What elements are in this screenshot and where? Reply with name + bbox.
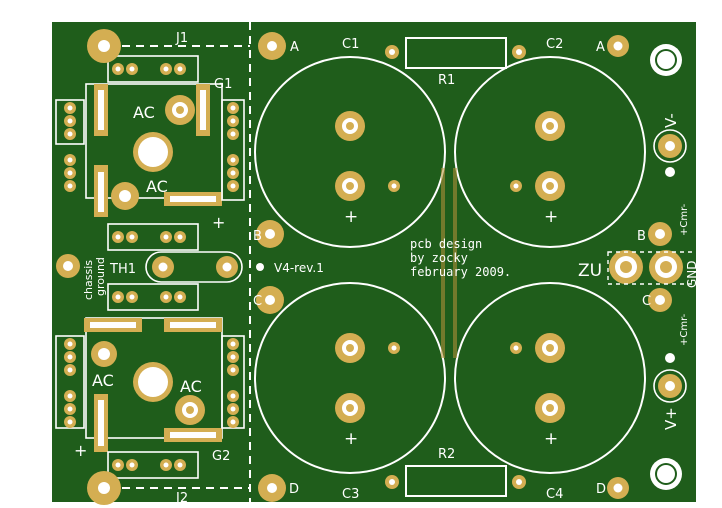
label-zu: ZU [578,261,602,281]
label-d-right: D [596,482,606,497]
label-chassis: chassis [82,260,95,300]
label-v-minus: V- [662,113,680,128]
label-c-right: C [642,294,651,309]
label-cmr-bottom: +Cmr- [679,313,690,346]
label-ac-1: AC [133,103,155,122]
center-traces [441,168,457,358]
label-c-left: C [253,294,262,309]
label-plus-g2: + [74,441,87,460]
label-plus-c3: + [344,429,358,449]
label-v-plus: V+ [662,407,680,430]
block-middle-left [56,251,264,283]
resistor-r2 [385,465,526,497]
label-ac-3: AC [92,371,114,390]
label-plus-c2: + [544,207,558,227]
label-c2: C2 [546,37,563,52]
block-right [607,35,703,499]
credit-line-3: february 2009. [410,265,511,279]
label-plus-c1: + [344,207,358,227]
label-r2: R2 [438,447,455,462]
label-a-right: A [596,40,605,55]
label-ac-4: AC [180,377,202,396]
capacitor-c4 [454,282,646,474]
resistor-r1 [385,37,526,69]
label-rev: V4-rev.1 [274,261,324,275]
label-r1: R1 [438,73,455,88]
label-plus-c4: + [544,429,558,449]
label-plus-g1: + [212,213,225,232]
label-th1: TH1 [109,262,136,277]
label-j2: J2 [175,491,188,506]
capacitor-c3 [254,282,446,474]
label-ac-2: AC [146,177,168,196]
label-c3: C3 [342,487,359,502]
label-j1: J1 [175,31,188,46]
label-b-left: B [253,229,262,244]
label-c4: C4 [546,487,563,502]
label-ground: ground [94,257,107,296]
label-gnd: GND [685,260,699,288]
block-bottom-left [55,283,286,505]
label-g1: G1 [214,77,232,92]
label-b-right: B [637,229,646,244]
credit-line-2: by zocky [410,251,468,265]
credit-line-1: pcb design [410,237,482,251]
capacitor-c2 [454,56,646,248]
label-c1: C1 [342,37,359,52]
label-cmr-top: +Cmr- [679,203,690,236]
label-g2: G2 [212,449,230,464]
block-top-left [55,29,286,251]
label-a-left: A [290,40,299,55]
label-d-left: D [289,482,299,497]
capacitor-c1 [254,56,446,248]
